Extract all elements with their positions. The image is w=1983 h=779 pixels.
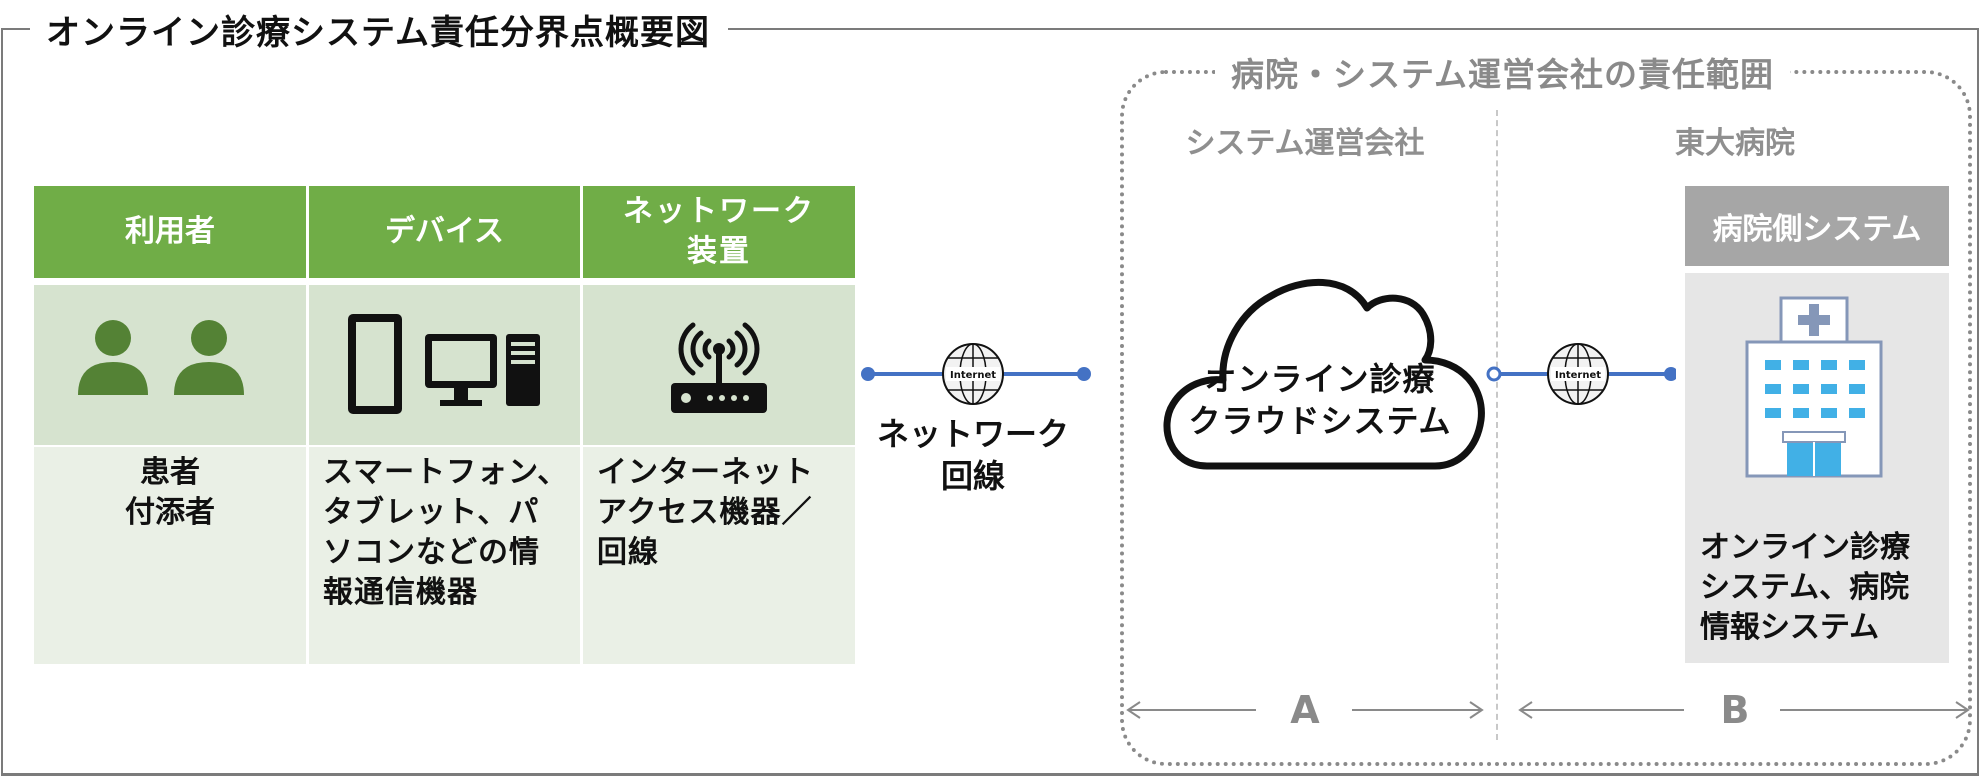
network-icon-cell (583, 285, 855, 445)
hospital-system-text: オンライン診療 システム、病院 情報システム (1700, 528, 1910, 648)
range-b-arrowhead-left (1518, 701, 1533, 719)
range-a-arrowhead-right (1469, 701, 1484, 719)
user-text-line: 患者 (140, 455, 200, 490)
diagram-frame (1, 28, 1979, 776)
user-text-cell: 患者 付添者 (34, 447, 306, 664)
internet-globe-icon: Internet (1547, 343, 1609, 405)
network-line-label-line: 回線 (940, 457, 1005, 495)
hospital-system-text-line: 情報システム (1700, 610, 1880, 645)
responsibility-divider (1496, 110, 1498, 740)
connector-dot (861, 367, 875, 381)
hospital-building-icon (1745, 296, 1883, 478)
connector-dot (1486, 366, 1502, 382)
cloud-system-label-line: クラウドシステム (1188, 402, 1452, 440)
internet-globe-icon: Internet (942, 343, 1004, 405)
desktop-computer-icon (424, 334, 540, 406)
connector-dot (1077, 367, 1091, 381)
hospital-system-text-line: システム、病院 (1700, 570, 1910, 605)
cloud-icon (1163, 278, 1485, 470)
hospital-header: 東大病院 (1675, 126, 1795, 161)
header-user: 利用者 (34, 186, 306, 278)
device-icon-cell (309, 285, 580, 445)
smartphone-icon (347, 314, 402, 414)
diagram-title: オンライン診療システム責任分界点概要図 (30, 10, 728, 56)
hospital-system-text-line: オンライン診療 (1700, 530, 1910, 565)
network-line-label-line: ネットワーク (876, 415, 1069, 453)
network-line-label: ネットワーク 回線 (868, 413, 1078, 497)
responsibility-title: 病院・システム運営会社の責任範囲 (1215, 52, 1791, 98)
globe-label: Internet (950, 370, 996, 381)
network-text-cell: インターネット アクセス機器／ 回線 (583, 447, 855, 664)
device-text-cell: スマートフォン、 タブレット、パ ソコンなどの情 報通信機器 (309, 447, 580, 664)
hospital-system-header: 病院側システム (1685, 186, 1949, 266)
device-text-line: ソコンなどの情 (323, 535, 540, 570)
cloud-system-label-line: オンライン診療 (1204, 360, 1436, 398)
header-network-label-line1: ネットワーク (623, 194, 815, 229)
wifi-router-icon (671, 322, 767, 413)
connector-dot (1664, 367, 1676, 381)
device-text-line: スマートフォン、 (323, 455, 569, 490)
globe-label: Internet (1555, 370, 1601, 381)
range-arrows (1126, 701, 1970, 719)
range-a-label: A (1290, 688, 1320, 732)
network-line: Internet (861, 343, 1091, 405)
network-text-line: インターネット (597, 455, 814, 490)
system-operator-header: システム運営会社 (1185, 126, 1425, 161)
network-text-line: 回線 (597, 535, 659, 570)
header-device: デバイス (309, 186, 580, 278)
network-text-line: アクセス機器／ (597, 495, 813, 530)
user-icon-cell (34, 285, 306, 445)
range-b-arrowhead-right (1955, 701, 1970, 719)
hospital-network-line: Internet (1486, 343, 1676, 405)
device-text-line: 報通信機器 (323, 575, 478, 610)
header-network-label-line2: 装置 (687, 234, 751, 269)
person-icon (78, 320, 244, 395)
header-user-label: 利用者 (125, 214, 215, 249)
user-text-line: 付添者 (125, 495, 215, 530)
devices-icon (347, 314, 540, 414)
header-network: ネットワーク 装置 (583, 186, 855, 278)
device-text-line: タブレット、パ (323, 495, 540, 530)
hospital-system-header-label: 病院側システム (1712, 212, 1922, 247)
header-device-label: デバイス (384, 214, 505, 249)
range-a-arrowhead-left (1126, 701, 1141, 719)
range-b-label: B (1720, 688, 1750, 732)
cloud-system-label: オンライン診療 クラウドシステム (1160, 358, 1480, 442)
